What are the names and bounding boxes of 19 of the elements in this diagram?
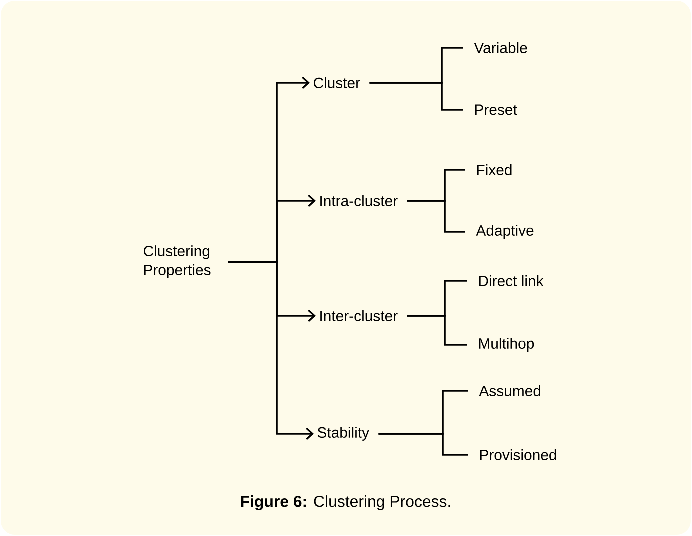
connector xyxy=(370,82,463,111)
category-label: Inter-cluster xyxy=(320,310,398,322)
leaf-label: Direct link xyxy=(479,276,544,286)
caption: Figure 6: Clustering Process. xyxy=(241,496,450,510)
connector xyxy=(378,433,468,456)
leaf-label: Adaptive xyxy=(476,225,534,239)
leaf-label: Preset xyxy=(475,104,518,116)
leaf-label: Fixed xyxy=(477,164,512,176)
root-label: Clustering Properties xyxy=(144,246,211,278)
leaf-label: Multihop xyxy=(479,338,534,352)
leaf-label: Assumed xyxy=(479,386,541,396)
category-label: Stability xyxy=(318,427,370,441)
leaf-label: Variable xyxy=(474,42,528,54)
category-label: Cluster xyxy=(314,78,360,88)
category-label: Intra-cluster xyxy=(320,196,398,206)
leaf-label: Provisioned xyxy=(480,450,556,460)
connector xyxy=(407,315,467,346)
connector xyxy=(228,261,314,440)
connector xyxy=(407,200,465,233)
